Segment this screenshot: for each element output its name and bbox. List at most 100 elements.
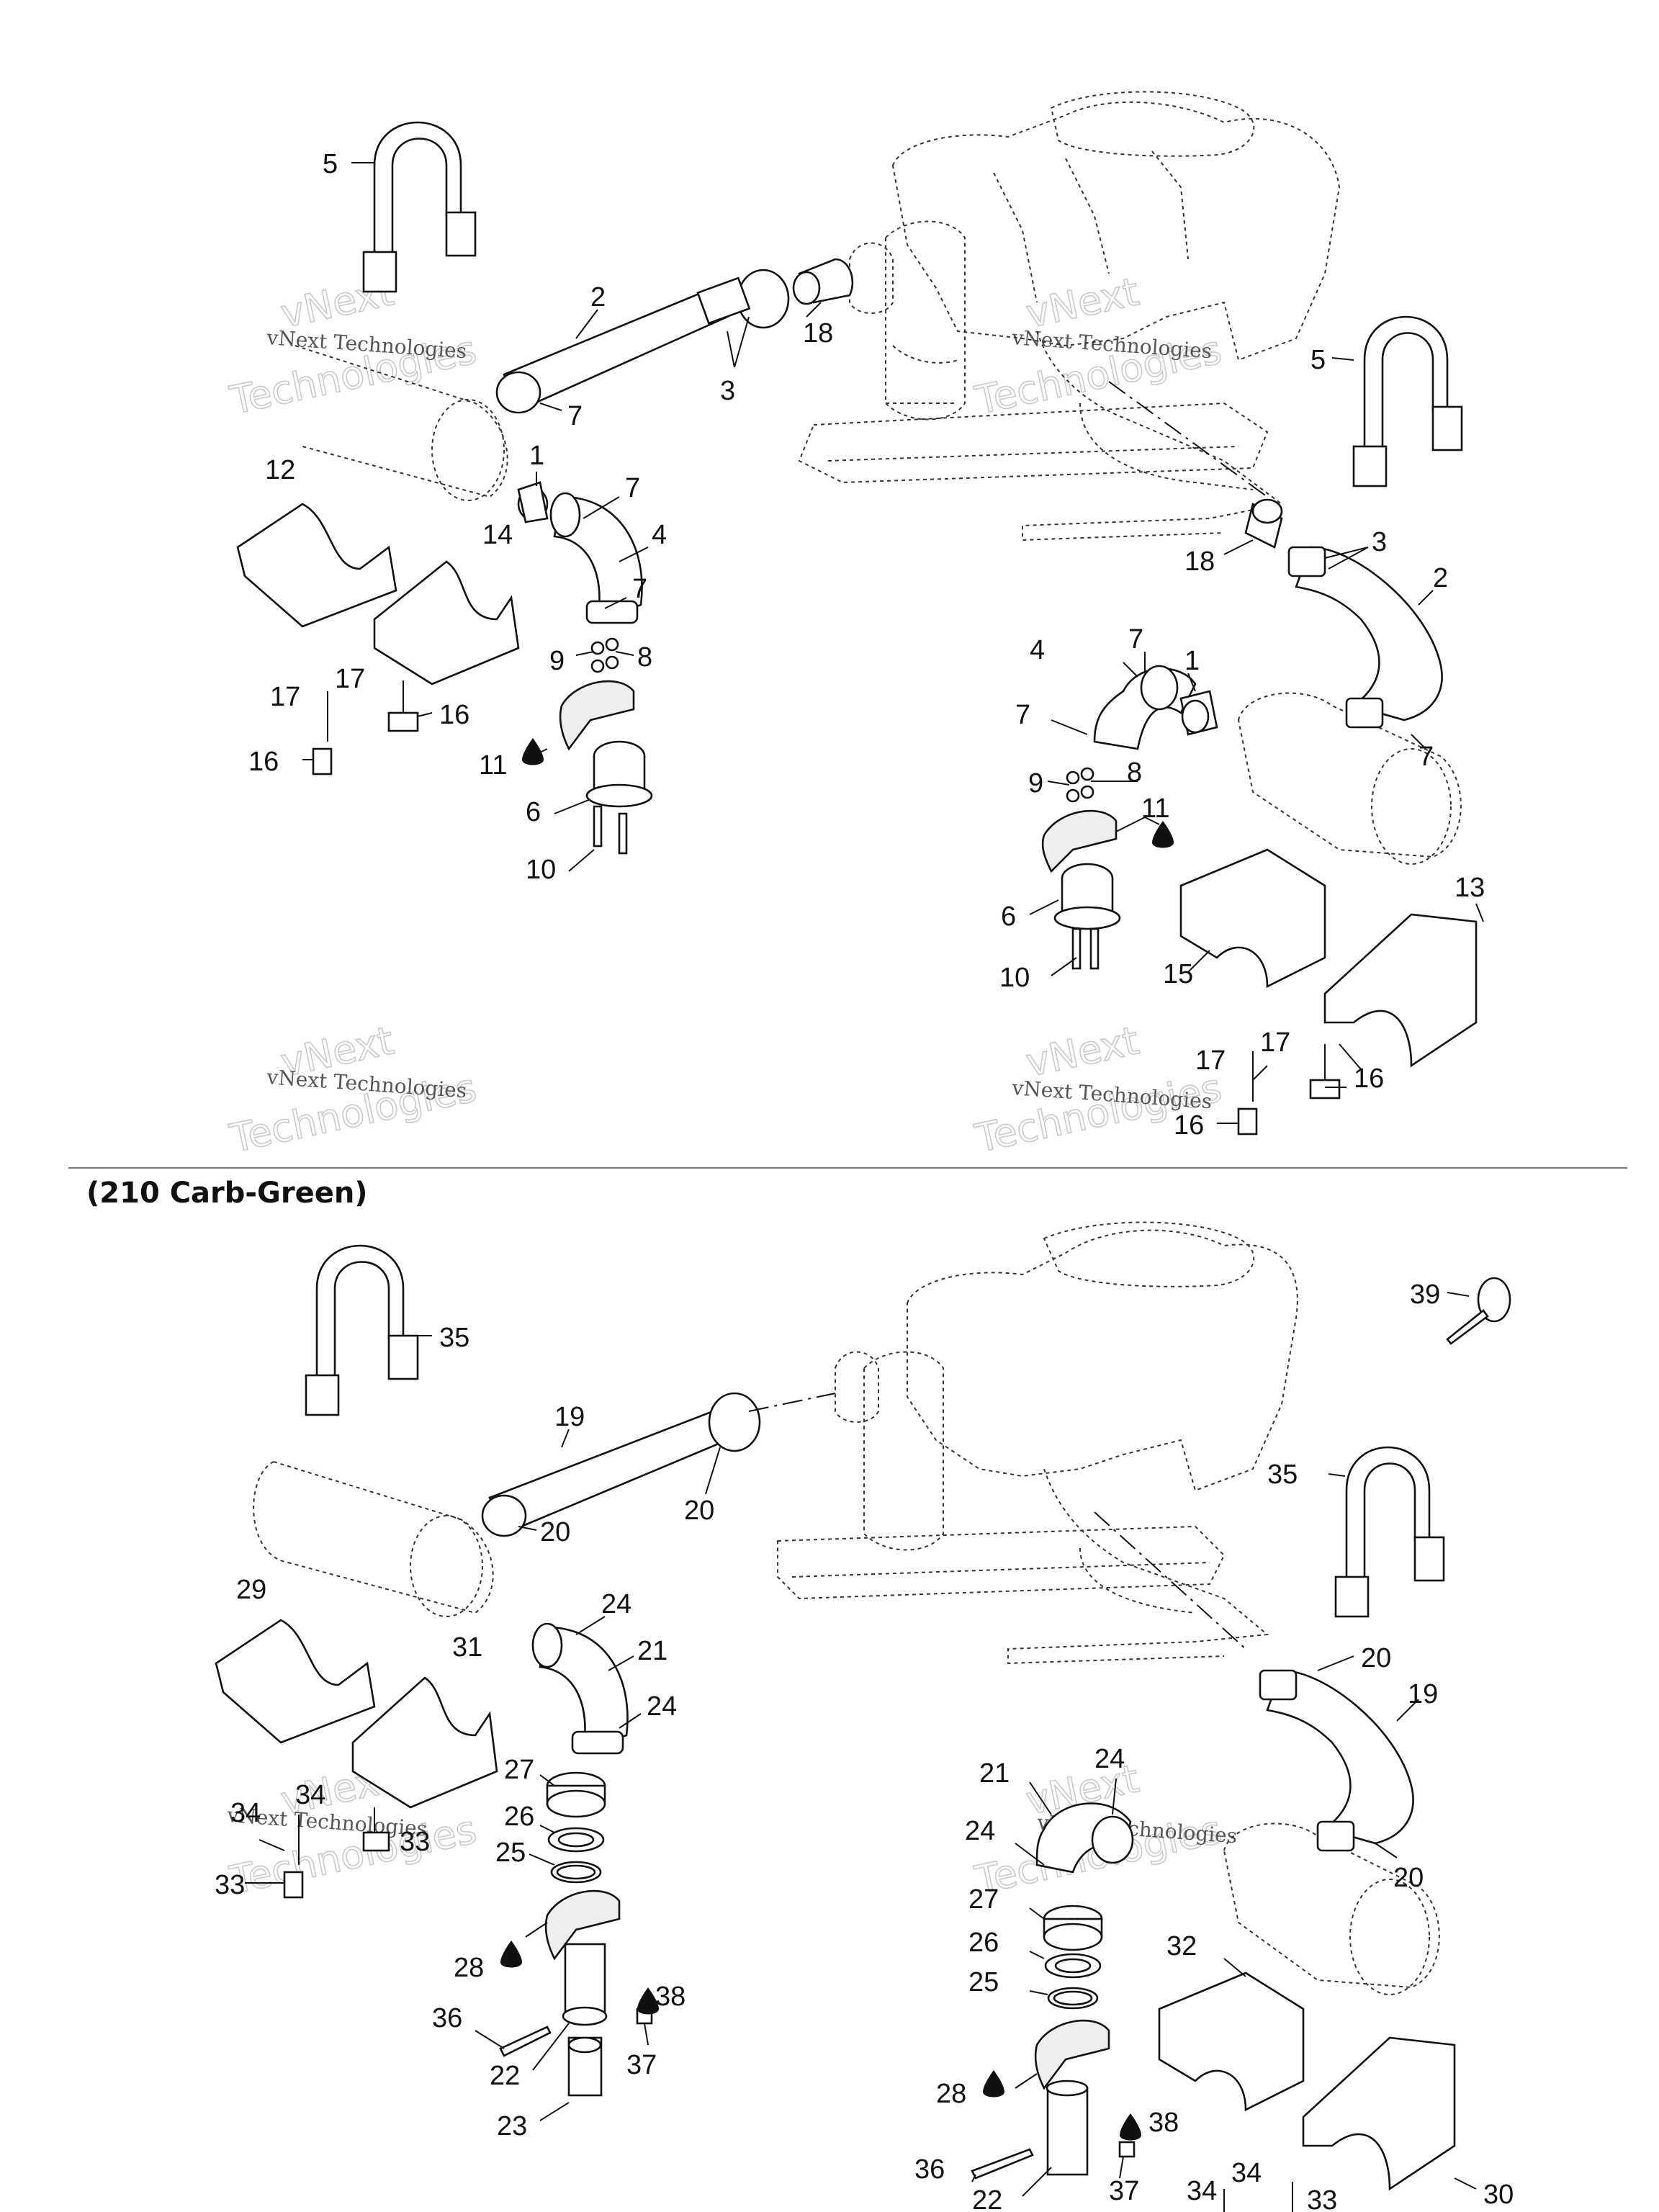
brackets-33-34-left (283, 1807, 390, 1899)
centerline-top (1108, 381, 1268, 498)
callout: 4 (652, 520, 667, 550)
callout: 34 (1187, 2176, 1217, 2206)
callout: 8 (637, 642, 652, 673)
callout: 8 (1127, 757, 1142, 788)
callout: 25 (495, 1838, 526, 1868)
bracket-34-right (1223, 2182, 1293, 2212)
callout: 22 (972, 2185, 1002, 2212)
fitting-22-right (1046, 2080, 1089, 2176)
nuts-8-9-left (590, 637, 619, 673)
hose-2-left (495, 269, 790, 414)
callout: 6 (1001, 902, 1016, 932)
callouts-top: 5 5 2 3 18 7 1 7 4 7 12 14 8 9 17 17 16 … (248, 149, 1485, 1141)
nut-37-right (1118, 2141, 1136, 2158)
callout: 23 (497, 2111, 527, 2141)
coupler-18-left (792, 258, 854, 305)
fitting-22-left (562, 1943, 608, 2026)
foam-14 (373, 560, 520, 685)
callout: 33 (215, 1870, 245, 1900)
cable-tie-39 (1446, 1277, 1511, 1345)
coupler-1-left (517, 481, 549, 523)
callout: 36 (914, 2154, 945, 2185)
callout: 25 (968, 1967, 999, 1997)
callout: 19 (1408, 1679, 1438, 1709)
hose-19-right (1259, 1669, 1414, 1852)
muffler-ghost-right (1237, 692, 1462, 865)
callout: 16 (1174, 1110, 1204, 1141)
callout: 34 (1231, 2158, 1262, 2188)
screw-36-left (499, 2026, 552, 2057)
centerline-bottom (748, 1393, 836, 1412)
callout: 33 (400, 1827, 430, 1857)
callout: 18 (803, 318, 833, 349)
callout: 11 (479, 750, 507, 781)
callout: 37 (626, 2050, 657, 2080)
callouts-bottom: 35 35 39 19 20 20 24 21 24 29 31 27 26 2… (215, 1280, 1514, 2212)
callout: 7 (1128, 624, 1143, 655)
coupler-1-right (1179, 690, 1218, 736)
muffler-ghost-left (295, 345, 508, 501)
section-title: (210 Carb-Green) (86, 1177, 368, 1210)
foam-29 (215, 1619, 376, 1744)
fitting-23-left (567, 2036, 603, 2097)
nut-27-right (1043, 1905, 1103, 1951)
strap-5-left (362, 121, 477, 293)
callout: 29 (236, 1575, 266, 1605)
brackets-16-17-right (1237, 1044, 1341, 1136)
bolts-10-right (1071, 927, 1100, 970)
callout: 26 (968, 1928, 999, 1958)
foam-12 (236, 503, 397, 628)
callout: 28 (454, 1953, 484, 1983)
callout: 19 (554, 1402, 585, 1432)
coupler-18-right (1244, 498, 1283, 549)
callout: 20 (684, 1496, 714, 1526)
callout: 20 (1361, 1643, 1391, 1673)
foam-30 (1302, 2036, 1456, 2191)
callout: 10 (999, 963, 1030, 993)
callout: 34 (230, 1798, 261, 1828)
watermark-mid-left: vNext Technologies vNext Technologies (225, 1017, 481, 1161)
callout: 1 (1184, 646, 1200, 676)
ring-25-left (550, 1861, 602, 1884)
callout: 17 (270, 682, 300, 712)
callout: 20 (1393, 1863, 1424, 1893)
ring-25-right (1047, 1987, 1099, 2010)
callout: 35 (1267, 1460, 1298, 1490)
watermark-brand: vNext (1022, 269, 1143, 336)
callout: 7 (625, 473, 640, 503)
callout: 33 (1307, 2185, 1337, 2212)
callout: 17 (1195, 1046, 1226, 1076)
washer-26-left (547, 1827, 605, 1853)
muffler-ghost-bottom-left (253, 1461, 494, 1617)
elbow-4-right (1093, 665, 1197, 750)
engine-ghost-bottom (777, 1221, 1298, 1665)
callout: 24 (647, 1691, 677, 1722)
callout: 2 (590, 282, 606, 313)
sealant-drop-icon (1152, 821, 1174, 848)
callout: 7 (567, 401, 583, 431)
callout: 28 (936, 2079, 966, 2109)
callout: 37 (1109, 2176, 1139, 2206)
callout: 27 (968, 1884, 999, 1915)
callout: 22 (490, 2061, 520, 2091)
callout: 17 (1260, 1028, 1290, 1058)
callout: 16 (248, 747, 279, 777)
callout: 7 (1419, 742, 1434, 772)
callout: 16 (1354, 1064, 1384, 1094)
callout: 21 (979, 1758, 1010, 1789)
watermark-top-right: vNext Technologies vNext Technologies (971, 268, 1226, 423)
callout: 26 (504, 1802, 534, 1832)
callout: 27 (504, 1755, 534, 1785)
screw-36-right (971, 2148, 1034, 2180)
callout: 18 (1184, 547, 1215, 577)
foam-15 (1179, 848, 1326, 989)
strap-35-left (305, 1244, 419, 1416)
gasket-11-right (1041, 809, 1118, 873)
callout: 31 (452, 1632, 482, 1663)
flange-6-right (1053, 863, 1121, 930)
callout: 24 (965, 1816, 995, 1846)
sealant-drop-icon (500, 1941, 522, 1968)
callout: 32 (1166, 1931, 1197, 1961)
brackets-16-17-left (312, 680, 419, 775)
bottom-section: 35 35 39 19 20 20 24 21 24 29 31 27 26 2… (215, 1221, 1514, 2212)
